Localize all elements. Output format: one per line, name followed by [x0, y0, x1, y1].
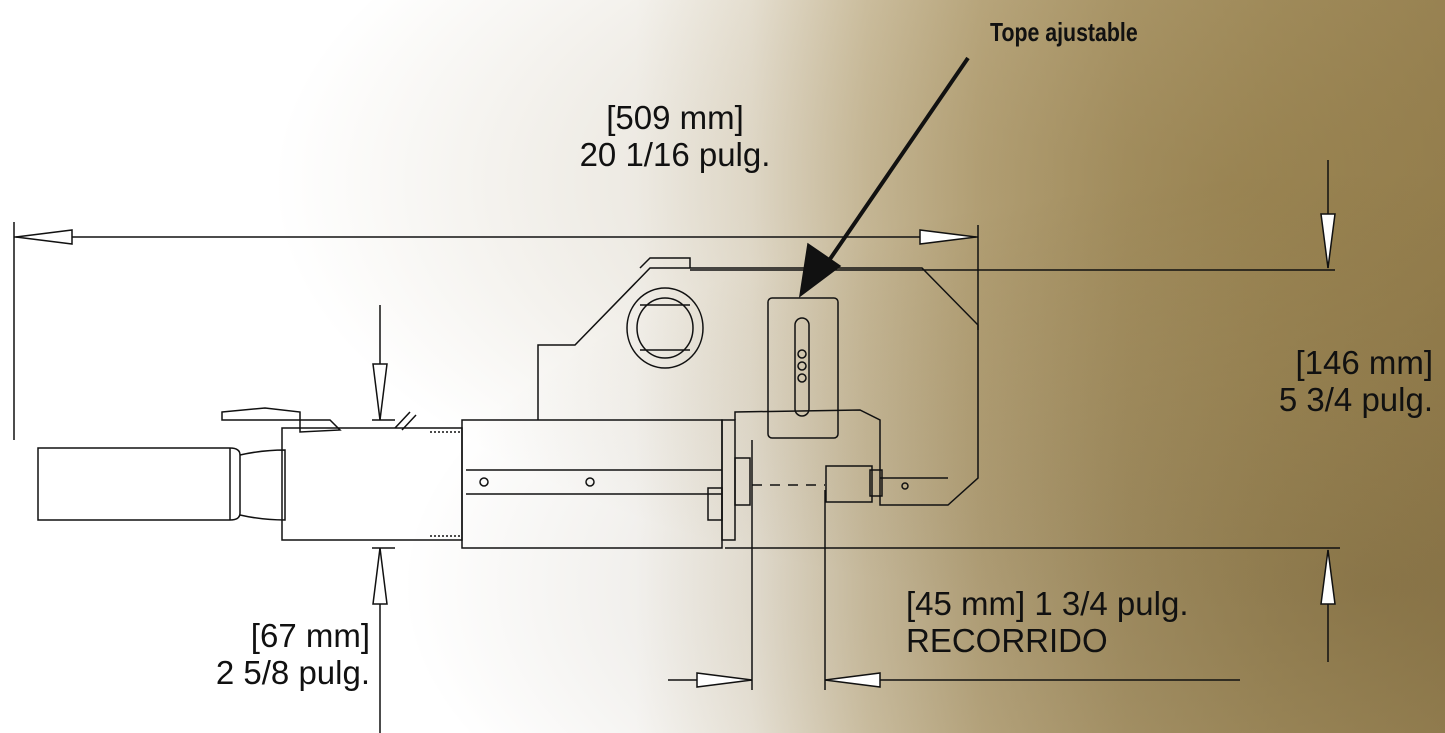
tool-outline [37, 257, 979, 549]
height-imperial: 5 3/4 pulg. [1278, 380, 1433, 418]
overall-length-label: [509 mm] 20 1/16 pulg. [530, 99, 820, 174]
overall-length-metric: [509 mm] [606, 99, 744, 136]
body-height-dimension-line [372, 305, 395, 733]
height-label: [146 mm] 5 3/4 pulg. [1190, 344, 1433, 419]
height-metric: [146 mm] [1295, 344, 1433, 381]
height-dimension-line [690, 160, 1340, 662]
overall-length-imperial: 20 1/16 pulg. [579, 135, 771, 173]
body-height-metric: [67 mm] [250, 617, 370, 654]
adjustable-stop-label: Tope ajustable [990, 17, 1138, 47]
stroke-measurement: [45 mm] 1 3/4 pulg. [906, 585, 1189, 622]
stroke-caption: RECORRIDO [906, 621, 1108, 659]
stroke-label: [45 mm] 1 3/4 pulg. RECORRIDO [906, 585, 1189, 660]
callout-arrow [798, 56, 970, 298]
body-height-imperial: 2 5/8 pulg. [215, 653, 370, 691]
overall-length-dimension-line [13, 222, 979, 440]
stroke-dimension-line [668, 440, 1240, 690]
body-height-label: [67 mm] 2 5/8 pulg. [140, 617, 370, 692]
